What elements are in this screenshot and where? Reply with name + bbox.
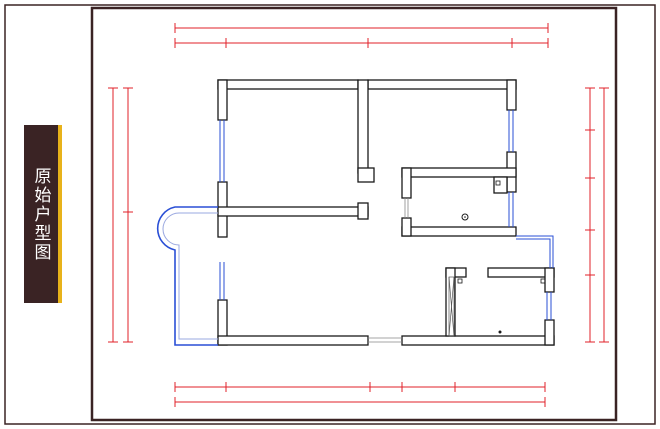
- balcony: [156, 206, 218, 346]
- right-dimensions: [585, 87, 609, 343]
- bottom-dimensions: [174, 382, 546, 407]
- outer-frame: [4, 4, 656, 425]
- page-title: 原始户型图: [30, 166, 51, 262]
- windows: [219, 110, 554, 320]
- top-dimensions: [174, 23, 549, 48]
- pipe-marker: [457, 278, 463, 284]
- walls: [217, 79, 555, 346]
- pipe-marker: [540, 278, 546, 284]
- floor-drain-icon: [461, 213, 469, 221]
- pipe-marker: [498, 330, 502, 334]
- bathroom-door: [404, 198, 409, 218]
- floor-drain-dot: [464, 216, 466, 218]
- entry-door: [368, 337, 402, 343]
- title-tab: 原始户型图: [24, 125, 62, 303]
- inner-frame: [90, 6, 618, 422]
- pipe-marker: [495, 180, 501, 186]
- kitchen-frame: [448, 276, 455, 337]
- left-dimensions: [108, 87, 133, 343]
